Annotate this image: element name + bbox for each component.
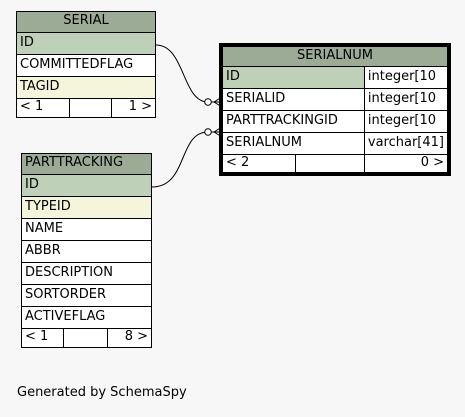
column-sortorder: SORTORDER [21, 284, 152, 307]
table-serialnum[interactable]: SERIALNUM ID integer[10 SERIALID integer… [219, 43, 451, 176]
column-description: DESCRIPTION [21, 262, 152, 285]
column-id: ID [16, 32, 156, 55]
parents-count: < 2 [222, 154, 296, 173]
column-typeid: TYPEID [21, 196, 152, 219]
column-parttrackingid: PARTTRACKINGID [222, 110, 365, 133]
column-tagid: TAGID [16, 76, 156, 99]
table-header-serial[interactable]: SERIAL [16, 11, 156, 33]
parents-count: < 1 [16, 98, 70, 118]
children-count: 8 > [106, 328, 153, 348]
crowfoot-parttrackingid [211, 126, 223, 138]
footer-spacer [294, 154, 365, 173]
column-committedflag: COMMITTEDFLAG [16, 54, 156, 77]
table-header-parttracking[interactable]: PARTTRACKING [21, 153, 152, 175]
footer-spacer [62, 328, 108, 348]
column-type: varchar[41] [363, 132, 449, 155]
footer-spacer [68, 98, 112, 118]
column-id: ID [222, 66, 365, 89]
table-header-serialnum[interactable]: SERIALNUM [222, 46, 448, 67]
column-id: ID [21, 174, 152, 197]
optional-marker-serialid [204, 98, 212, 106]
table-serial[interactable]: SERIAL ID COMMITTEDFLAG TAGID < 1 1 > [16, 11, 156, 118]
children-count: 0 > [363, 154, 449, 173]
column-type: integer[10 [363, 88, 449, 111]
table-parttracking[interactable]: PARTTRACKING ID TYPEID NAME ABBR DESCRIP… [21, 153, 153, 348]
relationship-parttracking-to-serialnum [151, 131, 209, 188]
optional-marker-parttrackingid [204, 128, 212, 136]
column-type: integer[10 [363, 66, 449, 89]
column-name: NAME [21, 218, 152, 241]
column-serialid: SERIALID [222, 88, 365, 111]
column-serialnum: SERIALNUM [222, 132, 365, 155]
generated-by-text: Generated by SchemaSpy [17, 385, 187, 400]
crowfoot-serialid [211, 96, 223, 108]
column-type: integer[10 [363, 110, 449, 133]
relationship-serial-to-serialnum [155, 44, 209, 103]
parents-count: < 1 [21, 328, 64, 348]
column-abbr: ABBR [21, 240, 152, 263]
column-activeflag: ACTIVEFLAG [21, 306, 152, 329]
children-count: 1 > [110, 98, 156, 118]
